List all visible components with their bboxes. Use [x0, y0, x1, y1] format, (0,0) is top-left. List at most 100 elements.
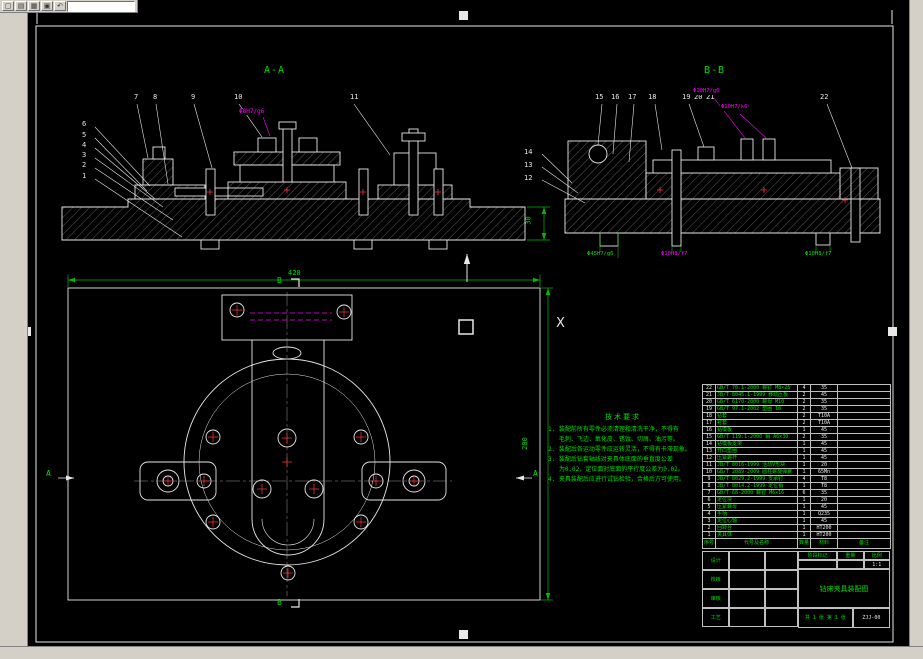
callout-22: 22 — [820, 93, 829, 101]
section-b-label-top: B — [277, 276, 282, 285]
bom-cell-qty: 1 — [797, 426, 811, 434]
section-b-label-bottom: B — [277, 598, 282, 607]
section-a-label-right: A — [533, 469, 538, 478]
aa-center-marks — [207, 187, 441, 195]
bom-cell-mat: 45 — [810, 454, 838, 462]
bb-fit-dim-1: Φ10H7/g6 — [692, 88, 721, 95]
bom-cell-desc: 钻模板 — [715, 426, 798, 434]
bom-cell-no: 11 — [702, 461, 716, 469]
bom-cell-qty: 2 — [797, 433, 811, 441]
bom-row: 6 定位块 1 20 — [702, 496, 891, 504]
bom-row: 18 钻套 2 T10A — [702, 412, 891, 420]
bb-leader-lines — [541, 103, 853, 204]
bom-cell-qty: 1 — [797, 447, 811, 455]
bom-cell-mat: 45 — [810, 440, 838, 448]
technical-notes: 技术要求 1. 装配前所有零件必须清理和清洗干净，不得有 毛刺、飞边、氧化皮、锈… — [548, 412, 698, 485]
toolbar-button-icon: ▤ — [17, 2, 25, 10]
plan-height-dim — [541, 287, 553, 601]
bom-cell-qty: 2 — [797, 391, 811, 399]
bom-cell-no: 14 — [702, 440, 716, 448]
plan-width-dim — [67, 275, 541, 287]
bom-cell-no: 20 — [702, 398, 716, 406]
window-border-right — [909, 0, 923, 659]
title-block-row-sign — [729, 570, 765, 589]
bom-cell-note — [837, 524, 891, 532]
callout-17: 17 — [628, 93, 637, 101]
toolbar-combo-box[interactable] — [67, 1, 135, 12]
callout-21: 21 — [706, 93, 715, 101]
aa-thickness-dim — [527, 206, 550, 241]
bom-cell-mat: 45 — [810, 517, 838, 525]
bom-row: 20 GB/T 6170-2000 螺母 M10 2 35 — [702, 398, 891, 406]
bom-cell-no: 2 — [702, 524, 716, 532]
bom-cell-note — [837, 398, 891, 406]
bom-cell-mat: 35 — [810, 384, 838, 392]
bom-row: 21 JB/T 8045.1-1999 移动压板 2 45 — [702, 391, 891, 399]
title-block-row-label: 校核 — [702, 570, 730, 589]
bom-cell-mat: 45 — [810, 447, 838, 455]
aa-fit-dim: Φ8H7/g6 — [238, 108, 266, 115]
bom-cell-no: 5 — [702, 503, 716, 511]
bom-row: 17 衬套 2 T10A — [702, 419, 891, 427]
bom-table: 22 GB/T 70.1-2000 螺钉 M8×25 4 35 21 JB/T … — [702, 384, 891, 549]
bom-row: 11 JB/T 8016-1999 活动V形块 1 20 — [702, 461, 891, 469]
toolbar-button[interactable]: ▤ — [15, 1, 27, 11]
toolbar-button[interactable]: ▢ — [2, 1, 14, 11]
drawing-title: 钻床夹具装配图 — [798, 569, 890, 608]
bom-row: 7 GB/T 68-2000 螺钉 M6×16 6 35 — [702, 489, 891, 497]
bom-cell-qty: 4 — [797, 384, 811, 392]
bom-cell-no: 19 — [702, 405, 716, 413]
title-block-row: 工艺 — [702, 608, 798, 627]
toolbar-button[interactable]: ▦ — [28, 1, 40, 11]
drawing-number: ZJJ-00 — [852, 608, 890, 628]
bom-cell-note — [837, 391, 891, 399]
bom-cell-mat: 45 — [810, 391, 838, 399]
bom-cell-no: 17 — [702, 419, 716, 427]
plan-height-dim-text: 280 — [520, 436, 529, 451]
title-block: 设计 校核 审核 工艺 — [702, 551, 891, 630]
bom-cell-note — [837, 503, 891, 511]
callout-1: 1 — [82, 172, 87, 180]
bom-row: 1 夹具体 1 HT200 — [702, 531, 891, 539]
window-border-bottom — [0, 646, 923, 659]
bom-header-qty: 数量 — [797, 538, 811, 549]
bom-cell-desc: JB/T 8029.2-1999 支承钉 — [715, 475, 798, 483]
bom-cell-desc: GB/T 68-2000 螺钉 M6×16 — [715, 489, 798, 497]
bb-bottom-dim-3: Φ10H8/f7 — [804, 251, 833, 258]
callout-8: 8 — [153, 93, 158, 101]
bom-cell-note — [837, 412, 891, 420]
bom-cell-qty: 4 — [797, 475, 811, 483]
bom-cell-qty: 2 — [797, 405, 811, 413]
bom-cell-no: 18 — [702, 412, 716, 420]
title-block-row-date — [764, 570, 798, 589]
selection-box-icon — [458, 319, 474, 335]
bom-cell-qty: 1 — [797, 468, 811, 476]
callout-6: 6 — [82, 120, 87, 128]
bom-cell-no: 22 — [702, 384, 716, 392]
bom-cell-desc: JB/T 8045.1-1999 移动压板 — [715, 391, 798, 399]
bom-row: 9 JB/T 8029.2-1999 支承钉 4 T8 — [702, 475, 891, 483]
axis-x-label: X — [556, 316, 565, 331]
bom-cell-note — [837, 454, 891, 462]
callout-16: 16 — [611, 93, 620, 101]
toolbar-button[interactable]: ▣ — [41, 1, 53, 11]
bom-cell-mat: Q235 — [810, 510, 838, 518]
toolbar-button[interactable]: ↶ — [54, 1, 66, 11]
bom-cell-mat: 45 — [810, 426, 838, 434]
bom-cell-qty: 1 — [797, 503, 811, 511]
bom-cell-mat: 35 — [810, 433, 838, 441]
bom-cell-desc: JB/T 8016-1999 活动V形块 — [715, 461, 798, 469]
callout-20: 20 — [694, 93, 703, 101]
note-line: 1. 装配前所有零件必须清理和清洗干净，不得有 — [548, 426, 679, 433]
bb-bottom-dims — [599, 233, 831, 258]
title-block-row-sign — [729, 551, 765, 570]
bom-cell-no: 6 — [702, 496, 716, 504]
title-block-row-date — [764, 551, 798, 570]
bom-cell-note — [837, 496, 891, 504]
callout-15: 15 — [595, 93, 604, 101]
plan-hidden-lines — [250, 312, 332, 321]
bom-cell-no: 3 — [702, 517, 716, 525]
callout-10: 10 — [234, 93, 243, 101]
